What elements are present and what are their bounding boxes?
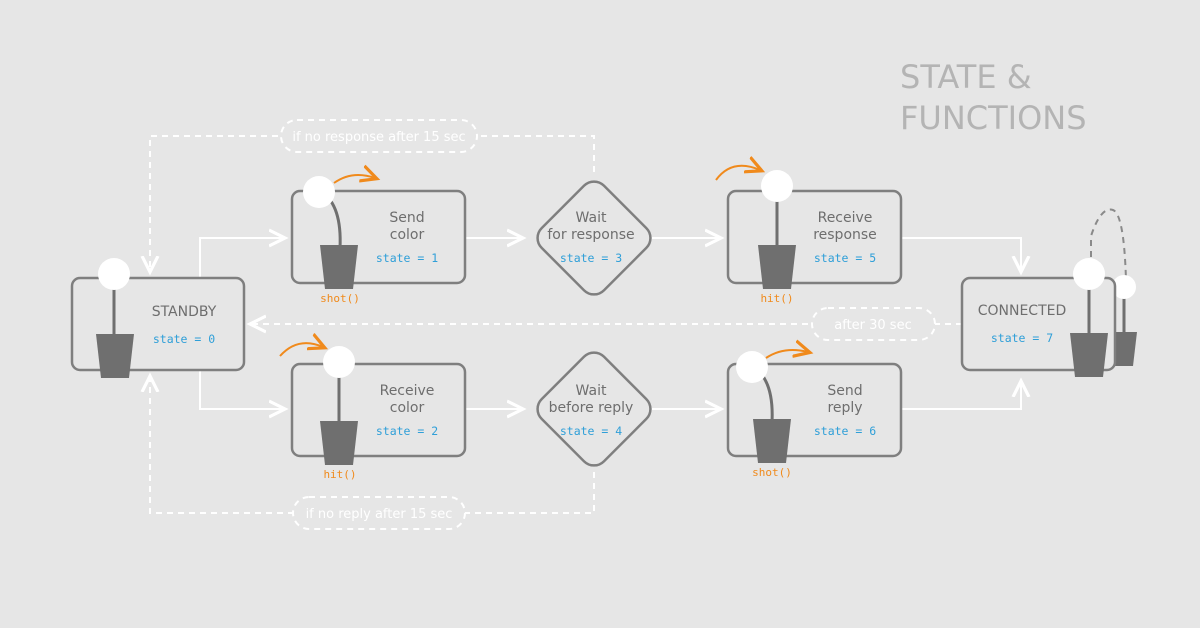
state-receive-color-value: state = 2 [376,424,438,438]
state-connected-value: state = 7 [991,331,1053,345]
state-receive-color-label-1: Receive [380,383,435,399]
state-receive-response-value: state = 5 [814,251,876,265]
state-wait-response-label-2: for response [547,227,634,243]
note-pill-after-30 [811,307,936,341]
loop-no-reply [150,378,595,514]
arrow-standby-to-receive-color [199,370,283,409]
timeout-loops: if no response after 15 sec if no reply … [150,119,962,530]
flower-pot-icon [320,421,358,465]
state-wait-response-value: state = 3 [560,251,622,265]
hit-motion-arrow-icon [715,166,760,181]
note-no-response: if no response after 15 sec [292,130,465,145]
state-wait-reply-label-2: before reply [549,400,634,416]
state-send-reply-label-2: reply [827,400,862,416]
state-wait-reply: Wait before reply state = 4 [536,351,652,467]
shot-motion-arrow-icon [333,175,375,184]
function-shot-2: shot() [752,466,792,479]
note-pill-no-reply [292,496,466,530]
transition-arrows [199,237,1021,410]
note-pill-no-response [280,119,478,153]
function-hit-1: hit() [323,468,356,481]
state-wait-response-diamond [536,180,652,296]
state-send-color-label-2: color [390,227,425,243]
state-standby: STANDBY state = 0 [70,258,246,378]
state-standby-label: STANDBY [152,304,217,320]
arrow-receive-response-to-connected [902,237,1021,270]
arrow-standby-to-send-color [199,238,283,277]
state-receive-response-label-2: response [813,227,877,243]
state-send-color-label-1: Send [389,210,424,226]
function-shot-1: shot() [320,292,360,305]
hit-motion-arrow-icon [279,343,323,357]
flower-head-icon [303,176,335,208]
flower-head-icon [98,258,130,290]
state-connected: CONNECTED state = 7 [960,208,1137,377]
flower-head-back-icon [1112,275,1136,299]
flower-pot-back-icon [1111,332,1137,366]
function-hit-2: hit() [760,292,793,305]
state-receive-color: Receive color state = 2 hit() [279,343,467,481]
flower-head-icon [736,351,768,383]
flower-pot-icon [758,245,796,289]
state-receive-response-label-1: Receive [818,210,873,226]
state-receive-color-box [290,362,467,458]
flower-head-icon [1073,258,1105,290]
state-wait-reply-value: state = 4 [560,424,622,438]
note-no-reply: if no reply after 15 sec [306,507,453,522]
shot-motion-arrow-icon [765,350,808,359]
state-connected-label: CONNECTED [978,303,1067,319]
flower-head-icon [323,346,355,378]
arrow-send-reply-to-connected [902,383,1021,410]
state-standby-value: state = 0 [153,332,215,346]
state-send-color: Send color state = 1 shot() [290,175,467,305]
state-wait-response: Wait for response state = 3 [536,180,652,296]
state-send-reply: Send reply state = 6 shot() [726,350,903,479]
state-standby-box [70,276,246,372]
state-send-reply-value: state = 6 [814,424,876,438]
flower-pot-icon [320,245,358,289]
flower-head-icon [761,170,793,202]
title-line-1: STATE & [900,58,1032,96]
flower-pot-icon [96,334,134,378]
state-wait-response-label-1: Wait [576,210,607,226]
connected-dashed-link [1090,208,1127,281]
state-send-reply-label-1: Send [827,383,862,399]
title-line-2: FUNCTIONS [900,99,1087,137]
state-send-color-value: state = 1 [376,251,438,265]
state-wait-reply-diamond [536,351,652,467]
state-receive-color-label-2: color [390,400,425,416]
state-wait-reply-label-1: Wait [576,383,607,399]
note-after-30: after 30 sec [834,318,911,333]
flower-pot-icon [1070,333,1108,377]
flower-pot-icon [753,419,791,463]
state-receive-response: Receive response state = 5 hit() [715,166,903,305]
